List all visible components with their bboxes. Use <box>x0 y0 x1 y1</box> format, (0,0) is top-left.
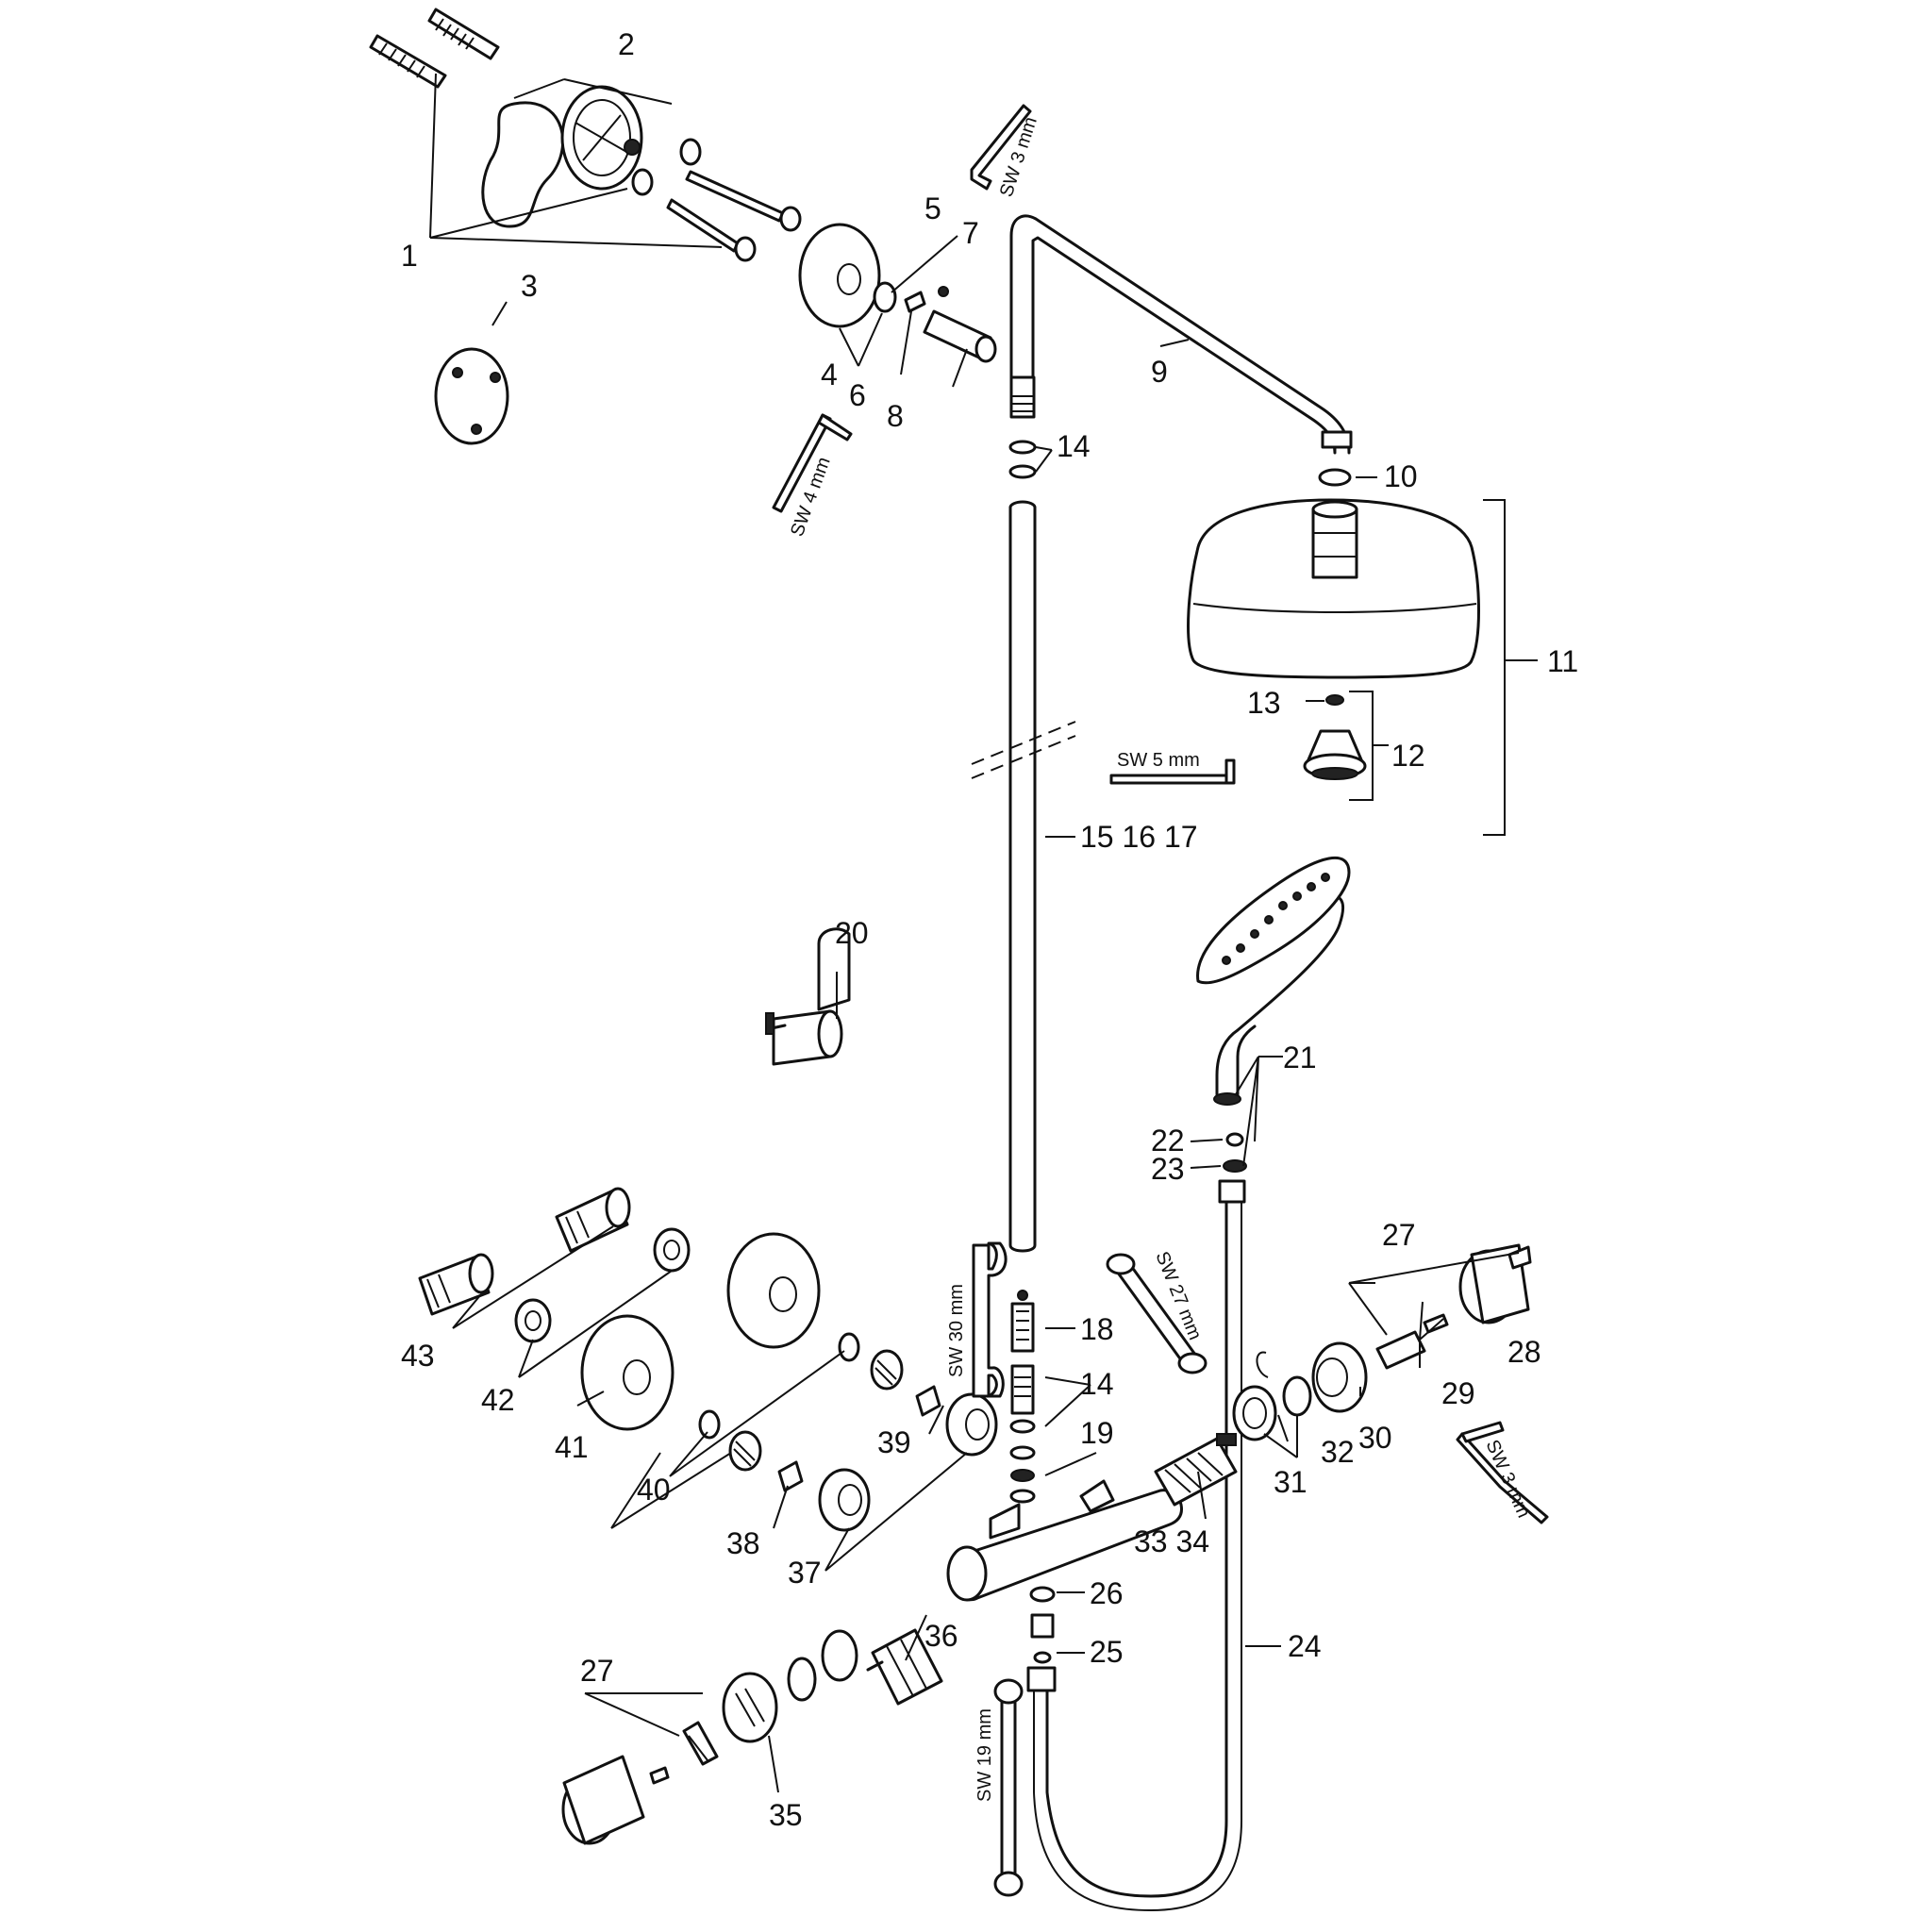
callout-32: 32 <box>1321 1435 1355 1469</box>
callout-8: 8 <box>887 399 904 433</box>
callout-2: 2 <box>618 27 635 61</box>
handle-28 <box>1458 1243 1532 1324</box>
callout-20: 20 <box>835 916 869 950</box>
callout-43: 43 <box>401 1339 435 1373</box>
callout-6: 6 <box>849 378 866 412</box>
callout-24: 24 <box>1288 1629 1322 1663</box>
o-ring-5 <box>873 281 897 313</box>
set-screw-6 <box>904 291 926 313</box>
callout-13: 13 <box>1247 686 1281 720</box>
leader-lines <box>429 73 1538 1793</box>
callout-36: 36 <box>924 1619 958 1653</box>
shower-arm-9 <box>1009 214 1353 455</box>
grub-screw-7 <box>938 286 949 297</box>
extension-29 <box>1375 1313 1449 1370</box>
s-unions-43 <box>418 1187 631 1316</box>
thermostat-body <box>946 1479 1183 1602</box>
nut-31 <box>1232 1385 1277 1441</box>
callout-18: 18 <box>1080 1312 1114 1346</box>
seal-10 <box>1318 468 1352 487</box>
check-valves-42 <box>514 1227 691 1343</box>
connection-nipple-18 <box>1010 1290 1035 1415</box>
callout-19: 19 <box>1080 1416 1114 1450</box>
callout-37: 37 <box>788 1556 822 1590</box>
wall-screws <box>666 170 802 262</box>
callout-28: 28 <box>1507 1335 1541 1369</box>
callout-12: 12 <box>1391 739 1425 773</box>
mounting-plate <box>481 85 643 228</box>
seals-25-26 <box>1029 1586 1056 1664</box>
riser-pipe-15 <box>971 500 1076 1253</box>
callout-39: 39 <box>877 1425 911 1459</box>
callout-38: 38 <box>726 1526 760 1560</box>
stop-ring-35 <box>722 1672 778 1743</box>
allen-key-sw3-right <box>1456 1421 1549 1524</box>
o-rings-36 <box>787 1629 858 1702</box>
callout-9: 9 <box>1151 355 1168 389</box>
valves-38-39 <box>777 1385 941 1492</box>
wrench-sw19 <box>993 1678 1024 1897</box>
o-rings-14-top <box>1008 440 1037 479</box>
callout-3: 3 <box>521 269 538 303</box>
wall-plugs <box>369 8 500 89</box>
callout-7: 7 <box>962 216 979 250</box>
wall-connector-8 <box>923 309 997 363</box>
callout-4: 4 <box>821 358 838 391</box>
callout-33-34: 33 34 <box>1134 1524 1209 1558</box>
shower-hose-24 <box>1026 1179 1246 1912</box>
allen-key-sw3-top <box>970 104 1032 191</box>
callout-14-bottom: 14 <box>1080 1367 1114 1401</box>
callout-10: 10 <box>1384 459 1418 493</box>
callout-14-top: 14 <box>1057 429 1091 463</box>
allen-key-sw5 <box>1109 758 1236 785</box>
tool-label-sw3-right: SW 3 mm <box>1481 1437 1534 1521</box>
callout-26: 26 <box>1090 1576 1124 1610</box>
handle-27-left <box>561 1755 645 1845</box>
callout-11: 11 <box>1547 644 1578 678</box>
callout-30: 30 <box>1358 1421 1392 1455</box>
extension-27-left <box>649 1721 719 1785</box>
callout-23: 23 <box>1151 1152 1185 1186</box>
callout-22: 22 <box>1151 1124 1185 1158</box>
stop-ring-30 <box>1311 1341 1368 1413</box>
callout-42: 42 <box>481 1383 515 1417</box>
callout-41: 41 <box>555 1430 589 1464</box>
ball-joint-12 <box>1303 694 1367 780</box>
nuts-37 <box>818 1392 998 1532</box>
callout-31: 31 <box>1274 1465 1307 1499</box>
callout-40: 40 <box>637 1473 671 1507</box>
tool-label-sw5: SW 5 mm <box>1117 750 1200 771</box>
callout-15-16-17: 15 16 17 <box>1080 820 1198 854</box>
tool-label-sw19: SW 19 mm <box>974 1708 995 1802</box>
wall-flanges-41 <box>580 1232 821 1431</box>
wrench-sw27 <box>1106 1253 1208 1374</box>
callout-numbers: 1 2 3 4 5 6 7 8 9 10 11 12 13 14 15 16 1… <box>401 27 1578 1832</box>
tool-label-sw3-top: SW 3 mm <box>996 114 1041 199</box>
seals-22-23 <box>1223 1132 1247 1173</box>
tool-label-sw30: SW 30 mm <box>946 1284 967 1377</box>
callout-27-right: 27 <box>1382 1218 1416 1252</box>
hand-shower-21 <box>1196 857 1351 1106</box>
cover-cap <box>434 347 509 445</box>
wall-rose <box>798 223 881 328</box>
callout-35: 35 <box>769 1798 803 1832</box>
callout-25: 25 <box>1090 1635 1124 1669</box>
callout-1: 1 <box>401 239 418 273</box>
overhead-shower-11 <box>1187 498 1480 679</box>
allen-key-sw4 <box>772 413 853 513</box>
o-rings-14-bottom <box>1009 1419 1036 1504</box>
callout-5: 5 <box>924 192 941 225</box>
nut-36 <box>866 1628 943 1706</box>
callout-21: 21 <box>1283 1041 1317 1074</box>
callout-27-left: 27 <box>580 1654 614 1688</box>
wrench-sw30 <box>972 1241 1008 1398</box>
slider-holder-20 <box>765 927 851 1066</box>
filter-40-and-inserts <box>698 1332 904 1472</box>
thermostat-cartridge-33-34 <box>1154 1433 1238 1507</box>
washers <box>631 138 702 196</box>
callout-29: 29 <box>1441 1376 1475 1410</box>
